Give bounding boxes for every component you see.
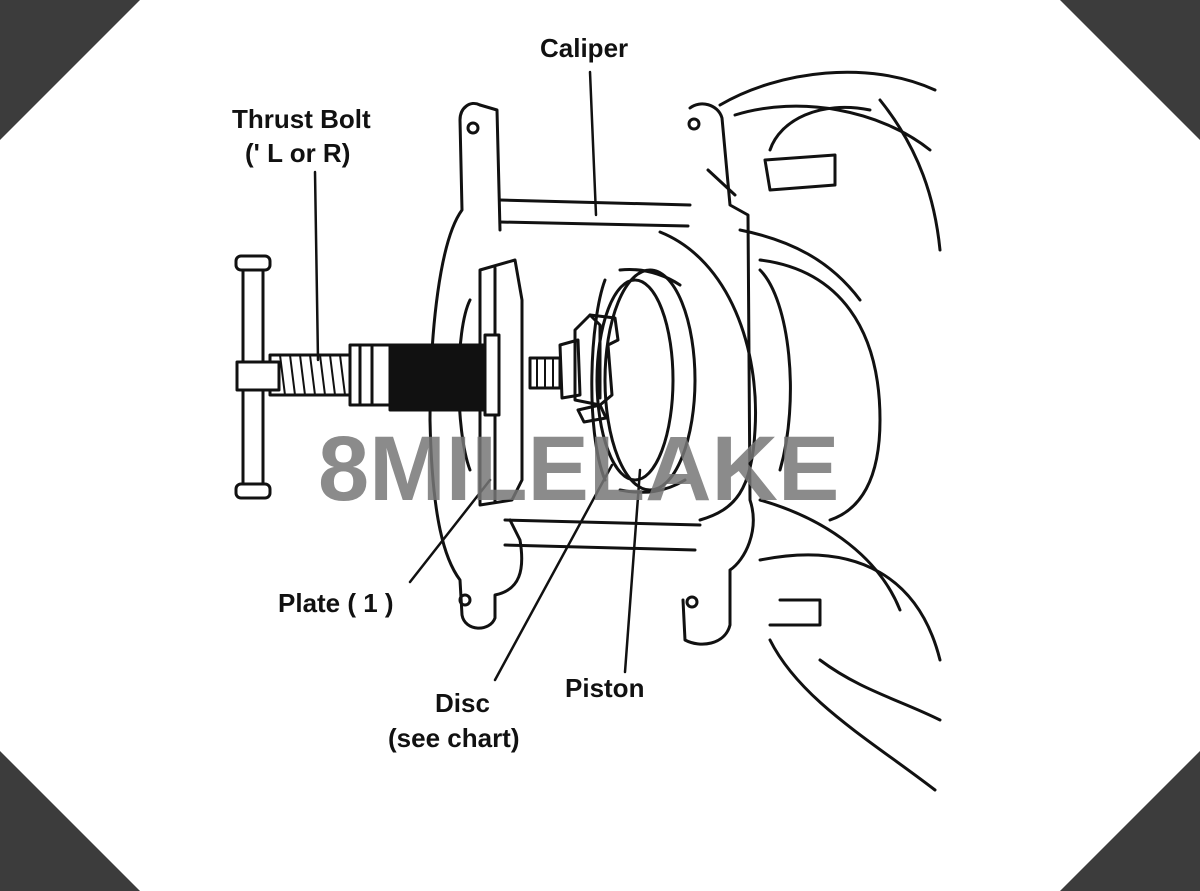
leader-thrust-bolt [313,170,320,362]
label-disc-sub: (see chart) [388,723,520,753]
thrust-bolt-assembly [234,254,562,500]
hub-outline [718,70,942,792]
frame-corner-top-left [0,0,140,140]
frame-corner-bottom-left [0,751,140,891]
label-thrust-bolt-sub: (' L or R) [245,138,350,168]
leader-disc [493,463,614,682]
frame-corner-bottom-right [1060,751,1200,891]
leader-lines [313,70,642,682]
leader-caliper [588,70,598,217]
label-piston: Piston [565,673,644,703]
disc [558,313,620,424]
frame-corner-top-right [1060,0,1200,140]
leader-piston [623,468,642,674]
leader-plate [408,478,492,584]
label-plate: Plate ( 1 ) [278,588,394,618]
caliper-body [428,102,882,646]
label-thrust-bolt: Thrust Bolt [232,104,371,134]
piston [590,268,697,494]
label-caliper: Caliper [540,33,628,63]
label-disc: Disc [435,688,490,718]
watermark-text: 8MILELAKE [318,418,839,520]
